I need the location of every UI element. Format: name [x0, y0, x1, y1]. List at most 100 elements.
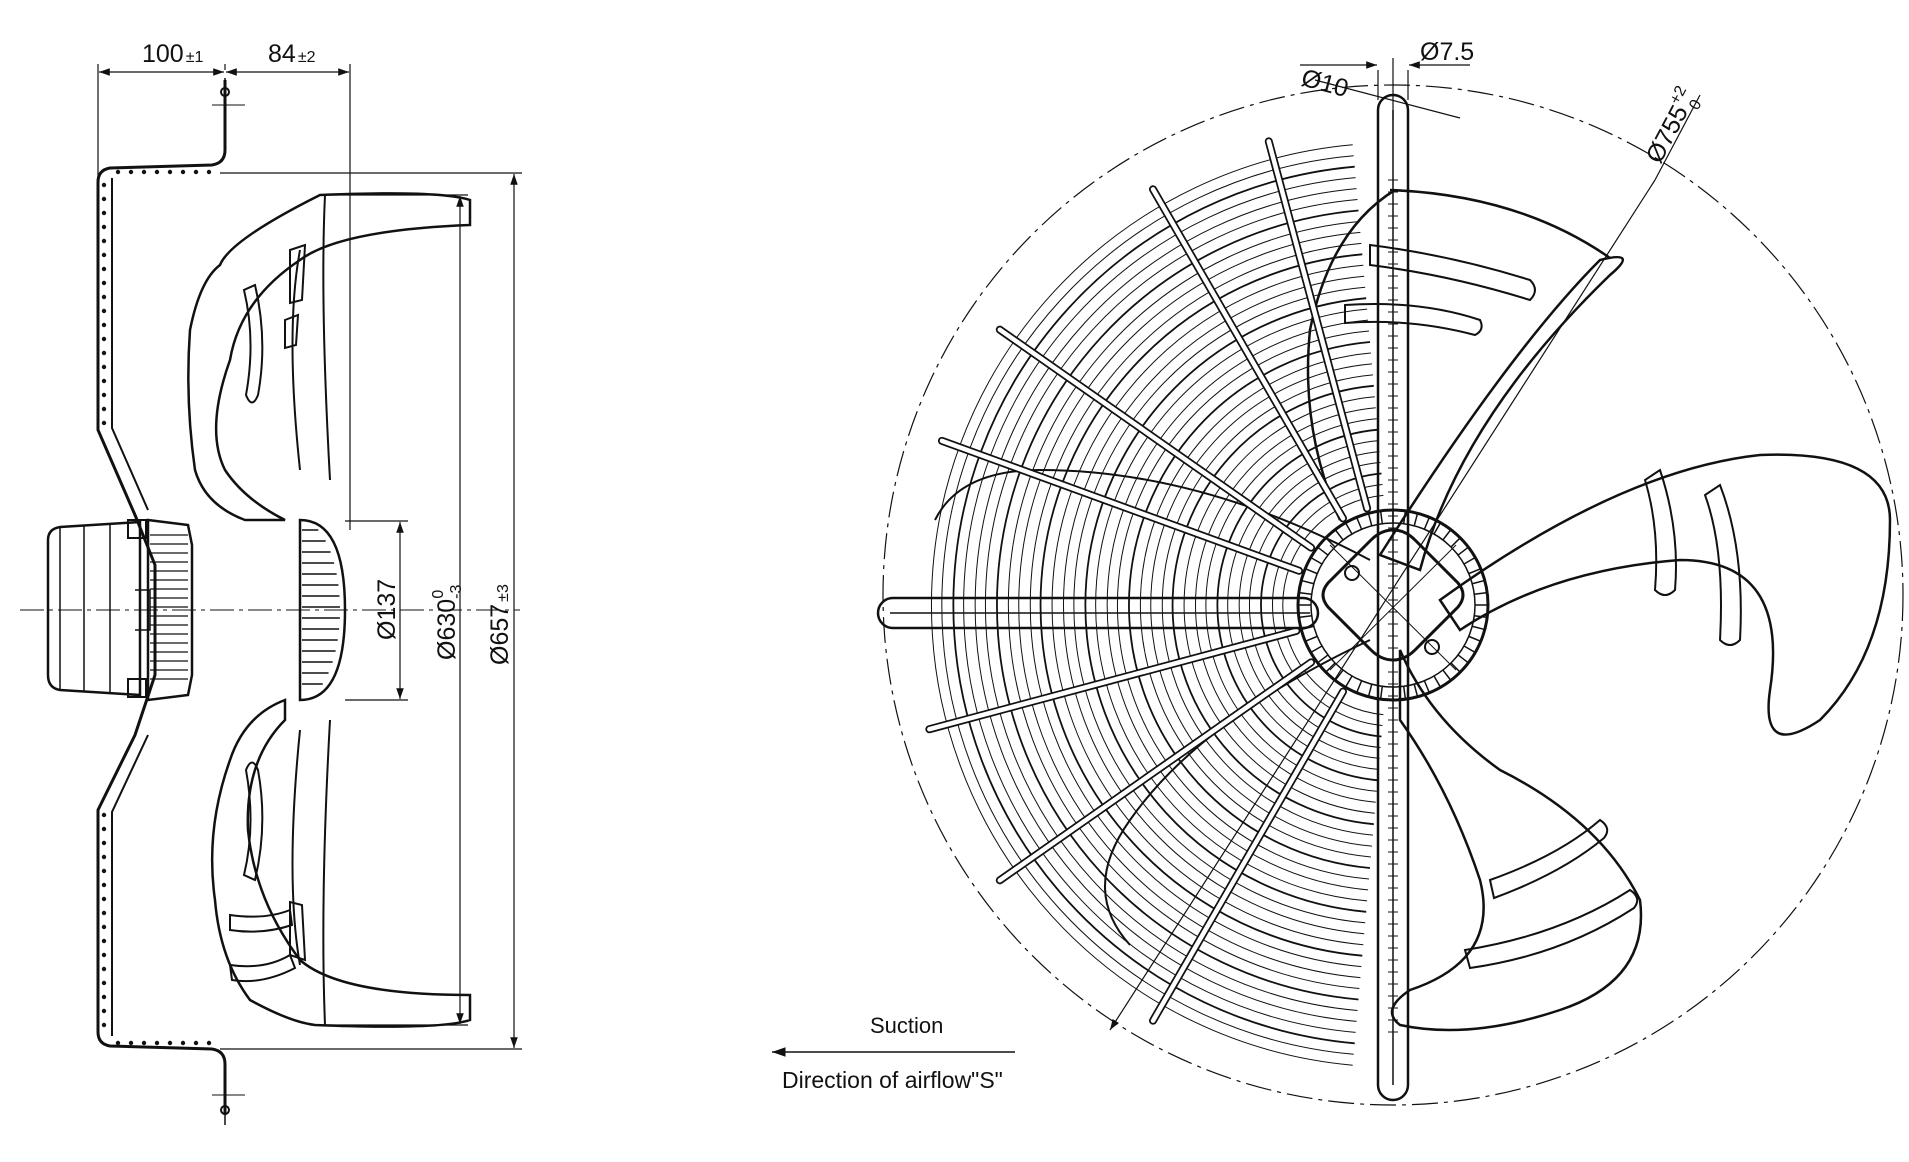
hub-tooth	[1463, 556, 1476, 565]
dim-100: 100±1	[142, 40, 204, 68]
hub-tooth	[1442, 669, 1452, 681]
blade-1	[1378, 255, 1624, 572]
mounting-bar-horizontal	[876, 596, 1320, 630]
hub-tooth	[1301, 579, 1314, 585]
rivet	[101, 238, 107, 244]
hub-tooth	[1472, 625, 1485, 631]
rivet	[101, 952, 107, 958]
hub-tooth	[1402, 510, 1407, 524]
rivet	[101, 308, 107, 314]
hub-tooth	[1474, 591, 1488, 596]
rivet	[101, 980, 107, 986]
rivet	[115, 1040, 121, 1046]
rivet	[141, 1040, 147, 1046]
hub-tooth	[1457, 546, 1469, 556]
guard-ring	[1073, 286, 1366, 924]
rivet	[101, 266, 107, 272]
rivet	[101, 196, 107, 202]
guard-ring	[1116, 330, 1370, 880]
rivet	[101, 322, 107, 328]
guard-spoke-inner	[997, 660, 1314, 883]
guard-ring	[931, 144, 1353, 1066]
rivet	[206, 169, 212, 175]
rivet	[101, 252, 107, 258]
dim-137: Ø137	[373, 579, 401, 640]
shroud-rivets	[101, 169, 212, 1046]
hub-tooth	[1334, 529, 1344, 541]
rivet	[128, 169, 134, 175]
guard-spoke-inner	[927, 628, 1299, 732]
dim-hole-10: Ø10	[1298, 64, 1351, 103]
rivet	[101, 924, 107, 930]
housing-inner-profile	[111, 178, 149, 1036]
rivet	[101, 350, 107, 356]
hub-fins	[302, 529, 340, 685]
hub-tooth	[1413, 513, 1419, 526]
hub-tooth	[1317, 654, 1329, 664]
motor-fins	[150, 534, 188, 680]
rivet	[101, 994, 107, 1000]
hub-tooth	[1344, 522, 1353, 535]
rivet	[115, 169, 121, 175]
rivet	[167, 1040, 173, 1046]
guard-ring	[1150, 363, 1372, 847]
guard-ring	[1139, 352, 1371, 858]
rivet	[154, 169, 160, 175]
hub-tooth	[1334, 669, 1344, 681]
motor	[46, 518, 194, 702]
rivet	[101, 868, 107, 874]
rivet	[101, 1008, 107, 1014]
guard-spoke-inner	[997, 327, 1314, 550]
dim-755: Ø755+20	[1638, 83, 1708, 171]
hub-tooth	[1433, 675, 1442, 688]
hub-tooth	[1450, 537, 1461, 548]
guard-ring	[1183, 396, 1375, 814]
rivet	[206, 1040, 212, 1046]
guard-ring	[1260, 472, 1382, 738]
rivet	[101, 840, 107, 846]
guard-ring	[974, 188, 1357, 1022]
guard-spoke-inner	[1150, 187, 1346, 521]
direction-label: Direction of airflow"S"	[782, 1067, 1003, 1093]
hub-tooth	[1304, 635, 1318, 643]
rivet	[101, 406, 107, 412]
side-view: 100±1 84±2 Ø137 Ø630-30 Ø657±3	[20, 40, 522, 1125]
rivet	[101, 224, 107, 230]
airflow-indicator: Suction Direction of airflow"S"	[772, 1013, 1015, 1093]
suction-label: Suction	[870, 1013, 943, 1038]
guard-ring	[1106, 319, 1369, 891]
hub-tooth	[1402, 686, 1407, 700]
rivet	[101, 336, 107, 342]
guard-spoke-inner	[939, 438, 1302, 574]
rivet	[193, 1040, 199, 1046]
hub-tooth	[1317, 546, 1329, 556]
hub-tooth	[1474, 614, 1488, 619]
guard-ring	[952, 165, 1355, 1045]
guard-spoke-inner	[1266, 139, 1370, 511]
guard-ring	[1039, 253, 1363, 957]
blade-bottom	[210, 698, 472, 1028]
rivet	[180, 169, 186, 175]
rivet	[141, 169, 147, 175]
rivet	[101, 420, 107, 426]
hub-tooth	[1379, 510, 1384, 524]
rivet	[128, 1040, 134, 1046]
blade-3	[1390, 649, 1643, 1032]
dim-line-755	[1109, 179, 1656, 1031]
hub-tooth	[1450, 662, 1461, 673]
hub-tooth	[1301, 625, 1314, 631]
bolt-top-head	[220, 87, 230, 97]
guard-ring	[1084, 297, 1367, 913]
guard-ring	[1128, 341, 1371, 869]
hub-tooth	[1298, 614, 1312, 619]
hub-front	[1296, 508, 1490, 702]
dim-84: 84±2	[268, 40, 316, 68]
hub-tooth	[1442, 529, 1452, 541]
rivet	[167, 169, 173, 175]
hub-tooth	[1413, 684, 1419, 697]
hub-tooth	[1310, 556, 1323, 565]
rivet	[101, 182, 107, 188]
rivet	[101, 210, 107, 216]
rivet	[101, 938, 107, 944]
